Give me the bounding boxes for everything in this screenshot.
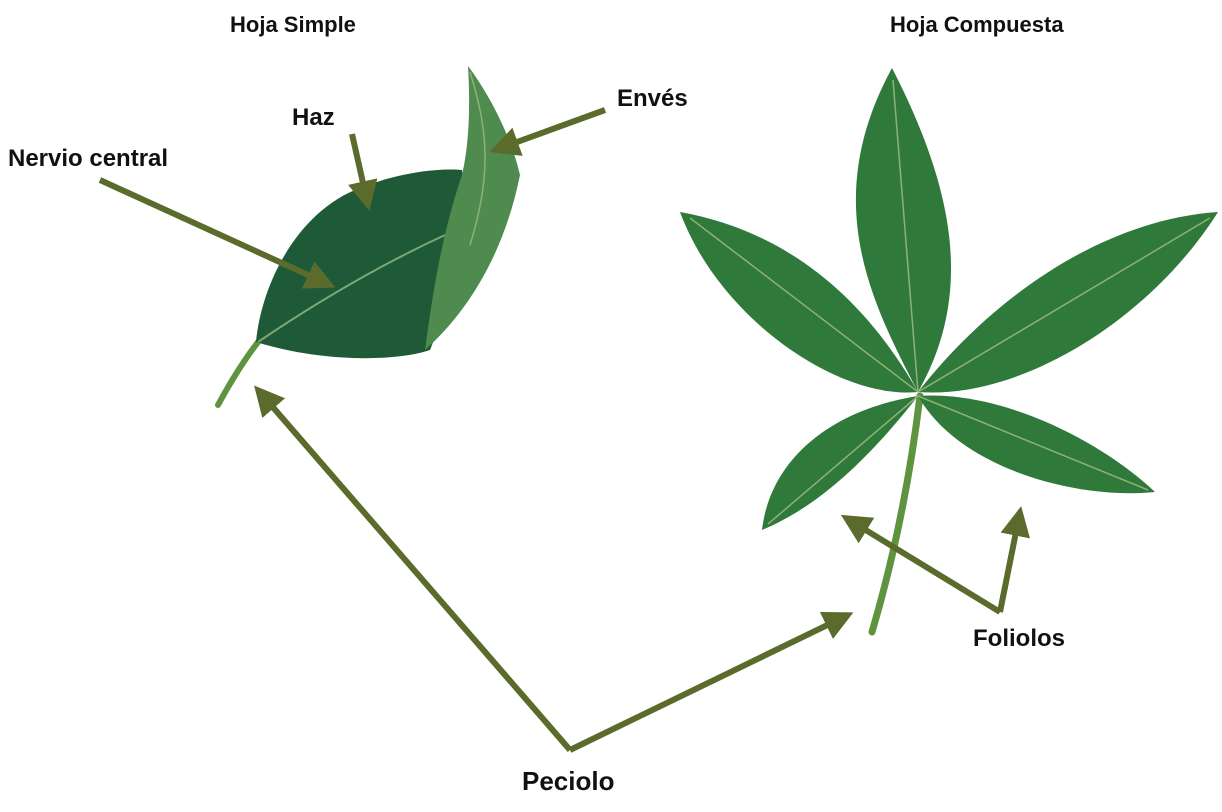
title-compound-leaf: Hoja Compuesta [890, 12, 1064, 38]
arrow-enves [495, 110, 605, 150]
label-enves: Envés [617, 85, 688, 113]
arrow-foliolos-left [846, 518, 1000, 612]
arrow-peciolo-compound [570, 615, 848, 750]
label-nervio-central: Nervio central [8, 145, 168, 173]
title-simple-leaf: Hoja Simple [230, 12, 356, 38]
label-haz: Haz [292, 104, 335, 132]
leaflet-upper-right [918, 212, 1218, 393]
simple-leaf-petiole [218, 342, 258, 405]
arrow-foliolos-right [1000, 512, 1020, 612]
arrow-peciolo-simple [258, 390, 570, 750]
leaflet-lower-right [918, 396, 1155, 494]
label-peciolo: Peciolo [522, 766, 614, 797]
simple-leaf-illustration [218, 66, 520, 405]
compound-leaf-illustration [680, 68, 1218, 632]
arrow-nervio-central [100, 180, 330, 285]
label-foliolos: Foliolos [973, 625, 1065, 653]
leaflet-lower-left [762, 396, 918, 530]
